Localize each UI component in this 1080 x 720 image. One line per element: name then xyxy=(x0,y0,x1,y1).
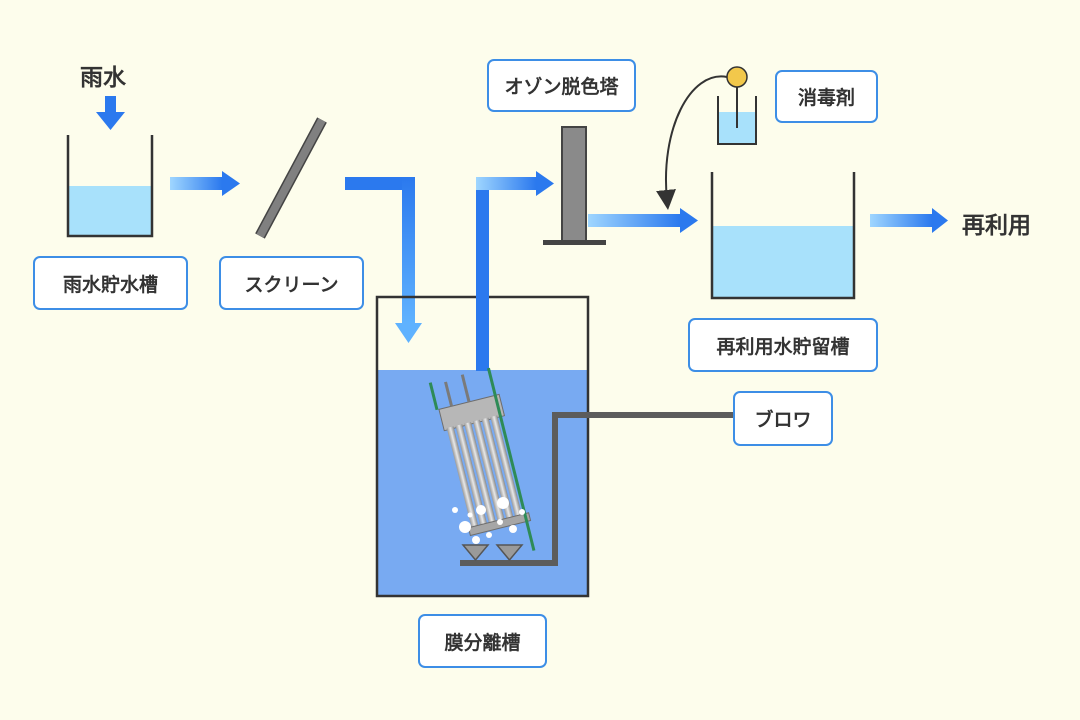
reuse-tank-label: 再利用水貯留槽 xyxy=(688,318,878,372)
rain-label: 雨水 xyxy=(80,65,126,91)
disinfectant-container xyxy=(656,66,757,210)
blower-air-pipe xyxy=(460,412,733,566)
rain-water-tank xyxy=(66,135,154,238)
membrane-tank-label: 膜分離槽 xyxy=(418,614,547,668)
flow-arrow-icon xyxy=(170,171,240,196)
screen-label: スクリーン xyxy=(219,256,364,310)
disinfectant-label: 消毒剤 xyxy=(775,70,878,123)
flow-arrow-icon xyxy=(870,208,948,233)
rain-tank-label: 雨水貯水槽 xyxy=(33,256,188,310)
flow-arrow-icon xyxy=(476,171,554,371)
diffuser-icon xyxy=(461,544,524,562)
membrane-module-icon xyxy=(428,367,536,551)
flow-arrow-icon xyxy=(345,177,422,343)
screen-filter xyxy=(255,117,327,239)
ozone-decolorization-tower xyxy=(543,126,606,245)
ozone-tower-label: オゾン脱色塔 xyxy=(487,59,636,112)
flow-arrow-icon xyxy=(588,208,698,233)
blower-label: ブロワ xyxy=(733,391,833,446)
down-arrow-icon xyxy=(96,96,125,130)
reuse-water-tank xyxy=(710,172,856,300)
reuse-label: 再利用 xyxy=(962,213,1031,239)
